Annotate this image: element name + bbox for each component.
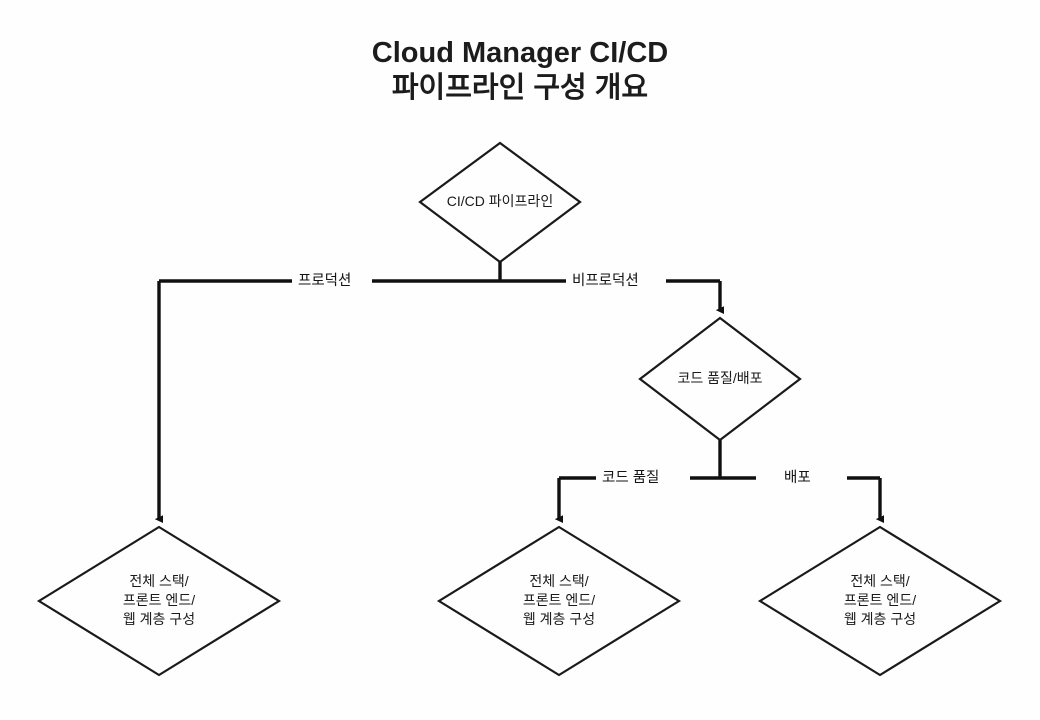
node-shape-ci-cd-pipeline[interactable] xyxy=(418,141,582,264)
title-line-2: 파이프라인 구성 개요 xyxy=(391,72,649,104)
node-shape-production-stack-config[interactable] xyxy=(36,525,282,677)
edge-label-deploy: 배포 xyxy=(778,469,817,487)
node-shape-deploy-stack-config[interactable] xyxy=(757,525,1003,677)
node-shape-code-quality-deploy[interactable] xyxy=(638,316,802,442)
edge-label-code-quality: 코드 품질 xyxy=(596,469,666,487)
node-shape-code-quality-stack-config[interactable] xyxy=(436,525,682,677)
title-line-1: Cloud Manager CI/CD xyxy=(371,37,669,69)
edge-label-production: 프로덕션 xyxy=(292,272,358,290)
page-title: Cloud Manager CI/CD 파이프라인 구성 개요 xyxy=(0,36,1040,106)
edge-label-nonproduction: 비프로덕션 xyxy=(566,272,645,290)
